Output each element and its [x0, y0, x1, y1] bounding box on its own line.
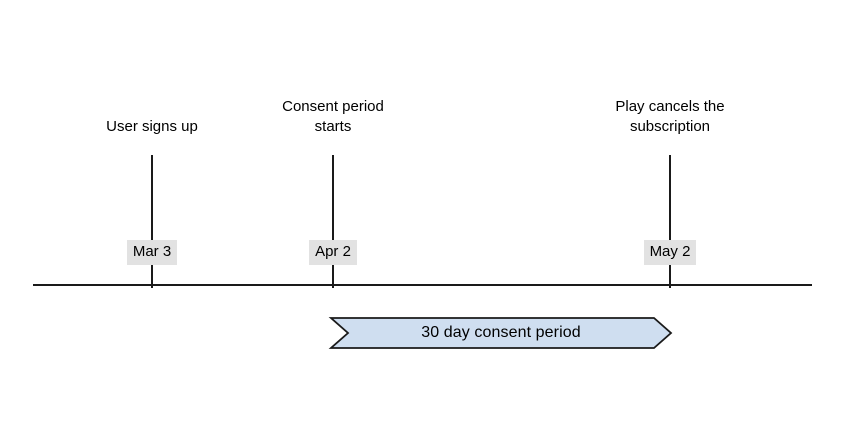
event-tick-consent-period-starts [332, 155, 334, 288]
event-tick-user-signs-up [151, 155, 153, 288]
chevron-arrow-icon [328, 317, 673, 349]
event-title-play-cancels-subscription: Play cancels the subscription [615, 98, 725, 135]
date-chip-may-2: May 2 [643, 240, 697, 265]
date-chip-apr-2: Apr 2 [309, 240, 357, 265]
consent-period-banner-label: 30 day consent period [421, 324, 581, 341]
event-title-consent-period-starts: Consent period starts [282, 98, 384, 135]
event-title-user-signs-up: User signs up [106, 118, 198, 135]
event-date-user-signs-up: Mar 3 [92, 240, 212, 265]
event-date-play-cancels-subscription: May 2 [610, 240, 730, 265]
timeline-axis-line [33, 284, 812, 286]
date-chip-mar-3: Mar 3 [126, 240, 178, 265]
event-tick-play-cancels-subscription [669, 155, 671, 288]
consent-period-banner: 30 day consent period [328, 317, 673, 349]
chevron-banner-shape [328, 317, 673, 349]
event-date-consent-period-starts: Apr 2 [273, 240, 393, 265]
